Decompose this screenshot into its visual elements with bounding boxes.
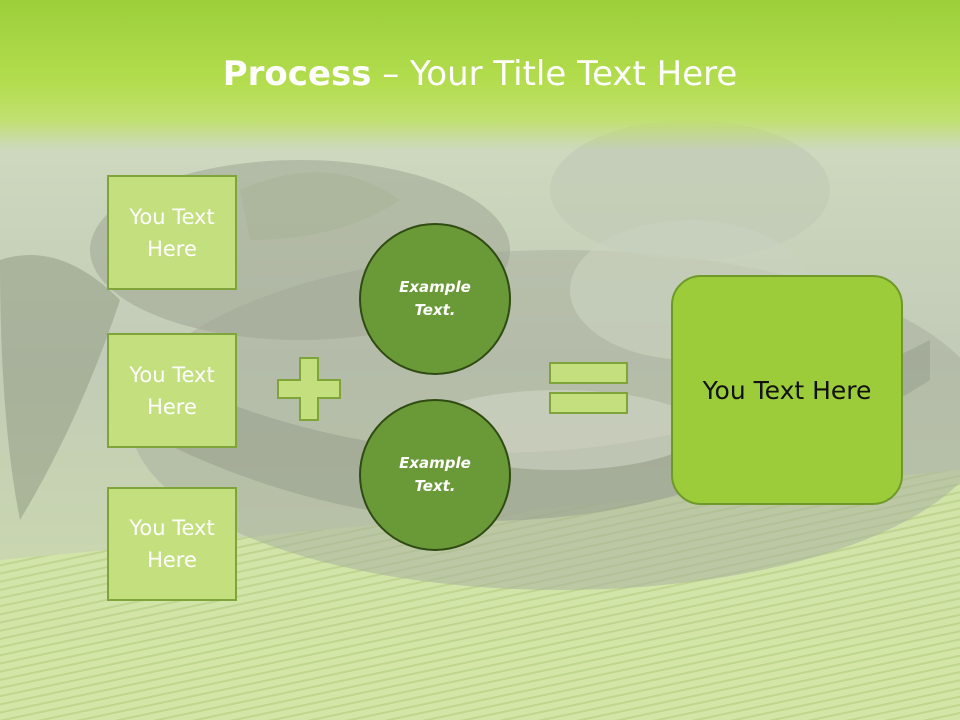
title-bold: Process bbox=[222, 54, 372, 94]
slide-title: Process – Your Title Text Here bbox=[0, 52, 960, 96]
result-box: You Text Here bbox=[671, 275, 903, 505]
equals-icon bbox=[549, 362, 628, 414]
plus-icon bbox=[277, 357, 341, 421]
result-box-text: You Text Here bbox=[702, 375, 872, 405]
title-rest: – Your Title Text Here bbox=[371, 54, 738, 94]
title-band bbox=[0, 0, 960, 150]
